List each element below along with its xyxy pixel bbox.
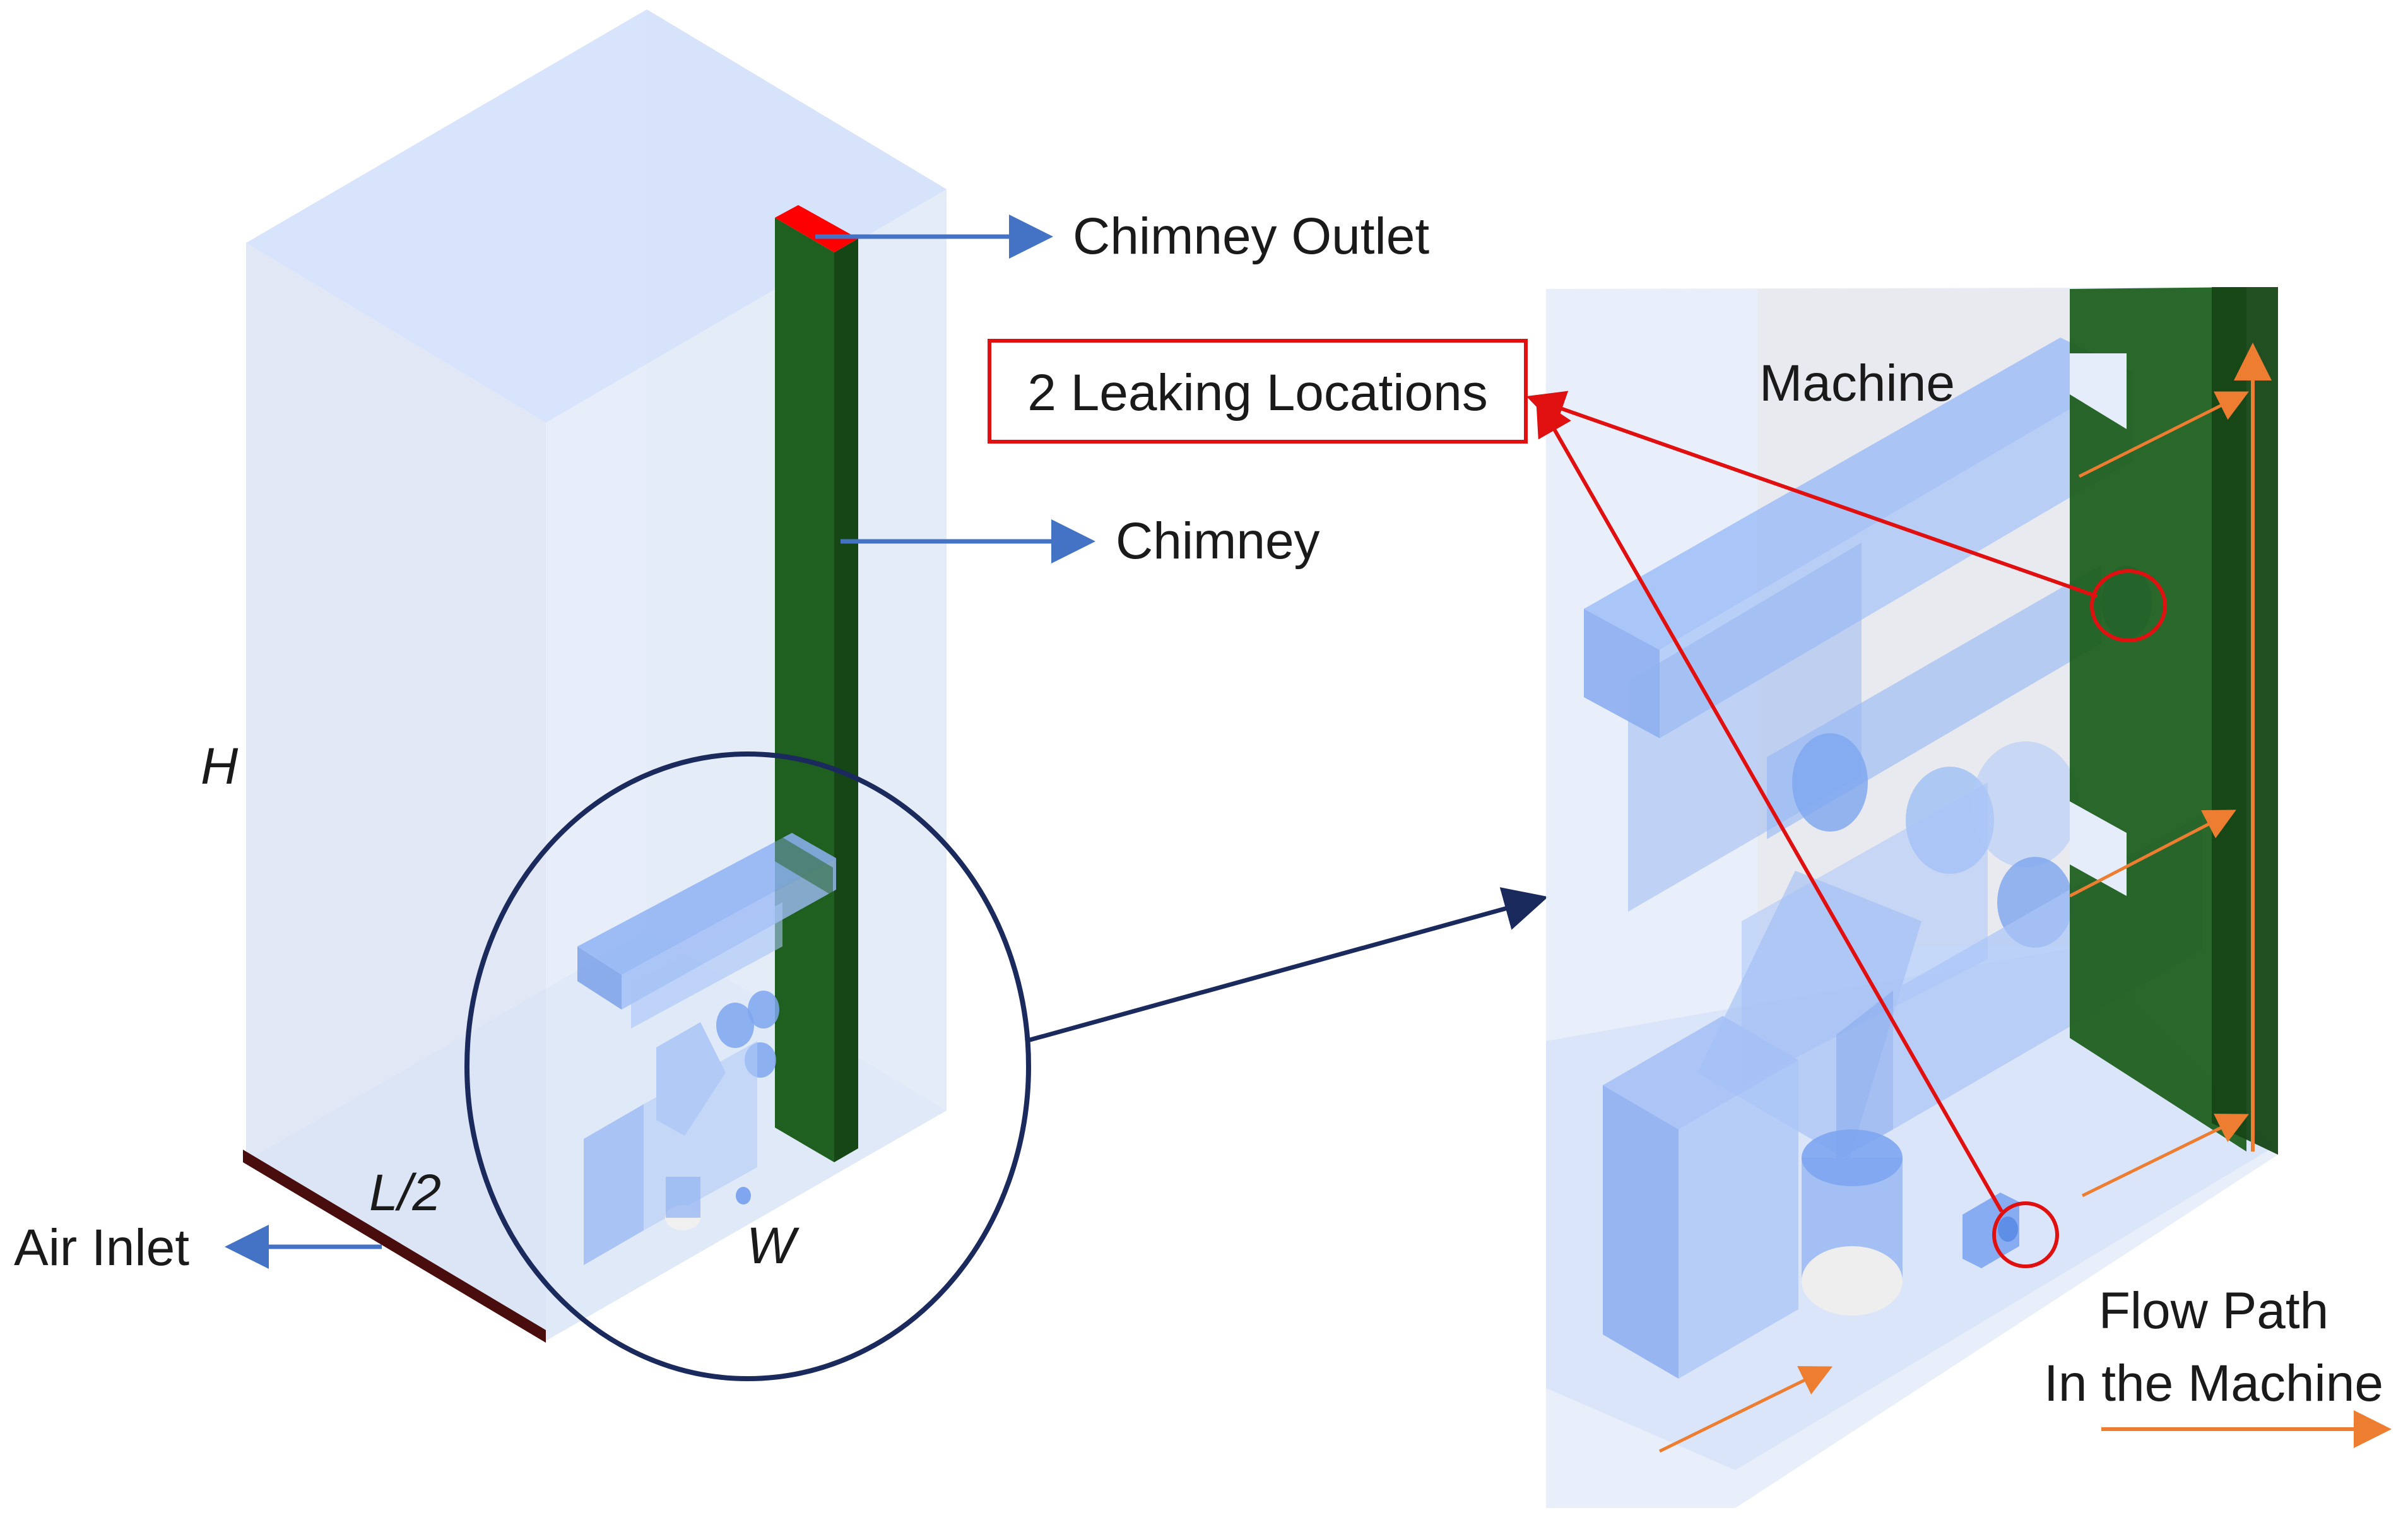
leak-pointer-lower bbox=[1536, 397, 2004, 1213]
domain-box bbox=[246, 9, 947, 1341]
height-label: H bbox=[201, 738, 239, 795]
width-label: W bbox=[747, 1217, 800, 1275]
chimney bbox=[775, 205, 858, 1162]
air-inlet-label: Air Inlet bbox=[14, 1219, 189, 1276]
chimney-outlet-patch bbox=[775, 205, 858, 252]
zoomed-machine bbox=[1546, 287, 2278, 1508]
air-inlet-strip bbox=[243, 1150, 546, 1343]
chimney-label: Chimney bbox=[1116, 512, 1320, 570]
flow-arrow bbox=[2081, 1114, 2249, 1198]
leaking-locations-label: 2 Leaking Locations bbox=[1027, 364, 1487, 421]
half-length-label: L/2 bbox=[369, 1164, 441, 1222]
flow-arrow bbox=[2069, 810, 2236, 898]
zoom-arrow bbox=[1025, 887, 1549, 1044]
chimney-outlet-label: Chimney Outlet bbox=[1073, 208, 1429, 265]
flow-path-label-line2: In the Machine bbox=[2044, 1355, 2383, 1412]
leak-circle-upper bbox=[2090, 569, 2167, 642]
flow-arrow bbox=[1658, 1366, 1833, 1453]
leak-circle-lower bbox=[1992, 1201, 2059, 1268]
flow-path-label-line1: Flow Path bbox=[2099, 1282, 2329, 1340]
flow-arrow bbox=[2078, 391, 2249, 478]
small-machine bbox=[577, 833, 836, 1265]
leak-pointer-upper bbox=[1526, 391, 2098, 598]
leaking-locations-box bbox=[988, 339, 1528, 444]
zoom-circle bbox=[464, 751, 1031, 1381]
machine-label: Machine bbox=[1759, 355, 1955, 412]
flow-arrows bbox=[1658, 343, 2392, 1453]
